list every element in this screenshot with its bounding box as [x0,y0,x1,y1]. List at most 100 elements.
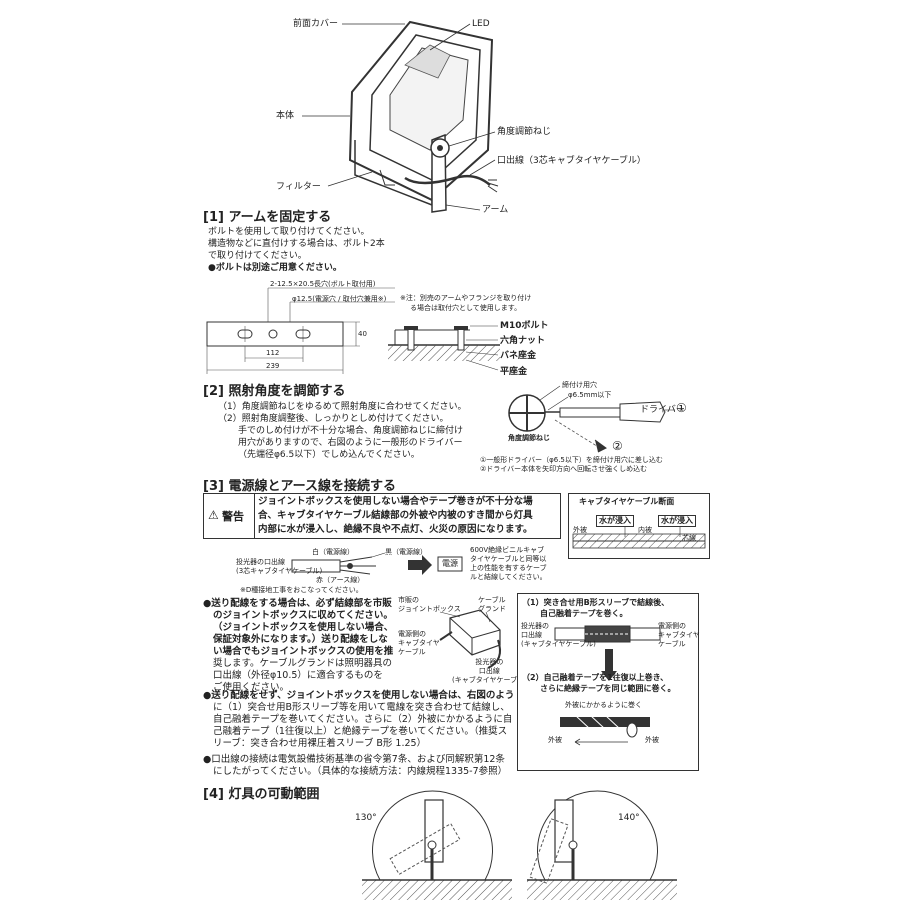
bullet-3: ●口出線の接続は電気設備技術基準の省令第7条、および同解釈第12条 にしたがって… [203,754,507,778]
bullet-1: ●送り配線をする場合は、必ず結線部を市販 のジョイントボックスに収めてください。… [203,598,393,694]
wrap-note: 外被にかかるように巻く [565,701,642,709]
cable-spec-4: ルと結線してください。 [470,573,547,581]
supply-label: 電源側の キャブタイヤ ケーブル [398,630,440,657]
warning-text: ジョイントボックスを使用しない場合やテープ巻きが不十分な場 合、キャブタイヤケー… [258,495,533,537]
proj3-line-3: (キャブタイヤケーブル) [521,640,596,648]
bullet2-line-3: 自己融着テープを巻いてください。さらに（2）外被にかかるように自 [213,714,513,725]
bullet1-line-5: い場合でもジョイントボックスの使用を推 [213,646,394,657]
cab-inner-label: 内被 [638,526,652,534]
gland-label-2: グランド [478,605,506,613]
supply-label-1: 電源側の [398,630,426,638]
label-spring-washer: バネ座金 [500,351,537,361]
s2-foot-2: ②ドライバー本体を矢印方向へ回転させ強くしめ込む [480,465,648,473]
dim-hole-label: 2-12.5×20.5長穴(ボルト取付用) [270,280,376,288]
label-angle-screw: 角度調節ねじ [497,127,552,137]
section-3-title: [3] 電源線とアース線を接続する [203,479,397,494]
label-arm: アーム [482,205,509,215]
angle-right: 140° [618,813,640,823]
section-2-title: [2] 照射角度を調節する [203,384,346,399]
proj3-line-1: 投光器の [521,622,549,630]
dim-112: 112 [266,349,280,357]
supply-label-2: キャブタイヤ [398,639,440,647]
water-ingress-1: 水が浸入 [596,515,634,527]
step-1-text: （1）突き合せ用B形スリーブで結線後、 自己融着テープを巻く。 [522,597,669,619]
step2-line-2: さらに絶縁テープを同じ範囲に巻く。 [540,684,676,693]
power-label: 電源 [442,559,458,568]
label-lead-wire: 口出線（3芯キャブタイヤケーブル） [497,156,646,166]
bullet-2: ●送り配線をせず、ジョイントボックスを使用しない場合は、右図のよう に（1）突合… [203,690,514,750]
proj3-line-2: 口出線 [521,631,542,639]
warning-icon: ⚠ [208,508,219,522]
bullet1-line-7: 口出線（外径φ10.5）に適合するものを [213,670,383,681]
warning-box: ⚠ 警告 ジョイントボックスを使用しない場合やテープ巻きが不十分な場 合、キャブ… [203,493,561,539]
jb-label: 市販の ジョイントボックス [398,596,461,614]
proj2-line-3: (キャブタイヤケーブル) [452,676,527,684]
section-1-title: [1] アームを固定する [203,210,332,225]
s2-line-5: （先端径φ6.5以下）でしめ込んでください。 [238,450,420,460]
label-flat-washer: 平座金 [500,367,528,377]
label-phi-65: φ6.5mm以下 [568,391,612,399]
proj2-line-2: 口出線 [478,667,500,675]
warning-label: 警告 [222,510,244,523]
cable-spec-3: 上の性能を有するケーブ [470,564,547,572]
note-line-2: る場合は取付穴として使用します。 [410,304,522,312]
bullet1-line-4: 保証対象外になります。）送り配線をしな [213,634,388,645]
s1-bold-note: ●ボルトは別途ご用意ください。 [208,263,342,273]
label-proj-lead-2: (3芯キャブタイヤケーブル) [236,567,323,575]
supply3-line-3: ケーブル [658,640,686,648]
label-driver: ドライバー [640,405,685,415]
label-proj-lead-1: 投光器の口出線 [236,558,285,566]
water-ingress-2: 水が浸入 [658,515,696,527]
s1-line-3: で取り付けてください。 [208,251,307,261]
label-black-wire: 黒（電源線） [385,548,427,556]
outer-left-label: 外被 [548,736,562,744]
cable-spec-text: 600V絶縁ビニルキャブ タイヤケーブルと同等以 上の性能を有するケーブ ルと結… [470,546,547,582]
cable-spec-1: 600V絶縁ビニルキャブ [470,546,545,554]
bullet2-line-2: に（1）突合せ用B形スリーブ等を用いて電線を突き合わせて結線し、 [213,702,510,713]
circle-two: ② [612,439,623,453]
splice-procedure-box [517,593,699,771]
s2-line-1: （1）角度調節ねじをゆるめて照射角度に合わせてください。 [218,402,467,412]
bullet1-line-2: のジョイントボックスに収めてください。 [213,610,393,621]
dim-center-label: φ12.5(電源穴 / 取付穴兼用※) [292,295,387,303]
label-hex-nut: 六角ナット [500,336,546,346]
bullet1-line-1: ●送り配線をする場合は、必ず結線部を市販 [203,598,392,609]
label-led: LED [472,19,490,29]
warning-label-cell: ⚠ 警告 [204,494,255,538]
label-filter: フィルター [276,182,321,192]
step1-line-1: （1）突き合せ用B形スリーブで結線後、 [522,598,670,607]
s1-line-2: 構造物などに直付けする場合は、ボルト2本 [208,239,385,249]
bullet1-line-3: （ジョイントボックスを使用しない場合、 [213,622,394,633]
dim-239: 239 [266,362,280,370]
angle-left: 130° [355,813,377,823]
label-white-wire: 白（電源線） [312,548,354,556]
step2-line-1: （2）自己融着テープを1往復以上巻き、 [522,673,669,682]
s1-line-1: ボルトを使用して取り付けてください。 [208,227,370,237]
bullet3-line-1: ●口出線の接続は電気設備技術基準の省令第7条、および同解釈第12条 [203,754,505,765]
step1-line-2: 自己融着テープを巻く。 [540,609,628,618]
s2-line-2: （2）照射角度調整後、しっかりとしめ付けてください。 [218,414,449,424]
s2-line-3: 手でのしめ付けが不十分な場合、角度調節ねじに締付け [238,426,464,436]
s2-foot-1: ①一般形ドライバー（φ6.5以下）を締付け用穴に差し込む [480,456,663,464]
warning-line-1: ジョイントボックスを使用しない場合やテープ巻きが不十分な場 [258,496,533,507]
label-body: 本体 [276,111,295,121]
label-tighten-hole: 締付け用穴 [562,381,597,389]
gland-label-1: ケーブル [478,596,506,604]
section-4-title: [4] 灯具の可動範囲 [203,787,320,802]
note-line-1: ※注：別売のアームやフランジを取り付け [400,294,532,302]
proj-lead-label-3: 投光器の 口出線 (キャブタイヤケーブル) [521,622,596,649]
label-m10-bolt: M10ボルト [500,321,549,331]
earth-note: ※D種接地工事をおこなってください。 [240,586,363,594]
proj-lead-label-2: 投光器の 口出線 (キャブタイヤケーブル) [452,658,527,685]
jb-label-1: 市販の [398,596,419,604]
bullet2-line-5: リーブ：突き合わせ用裸圧着スリーブ B形 1.25） [213,738,427,749]
supply-label-3: 電源側の キャブタイヤ ケーブル [658,622,700,649]
step-2-text: （2）自己融着テープを1往復以上巻き、 さらに絶縁テープを同じ範囲に巻く。 [522,672,676,694]
